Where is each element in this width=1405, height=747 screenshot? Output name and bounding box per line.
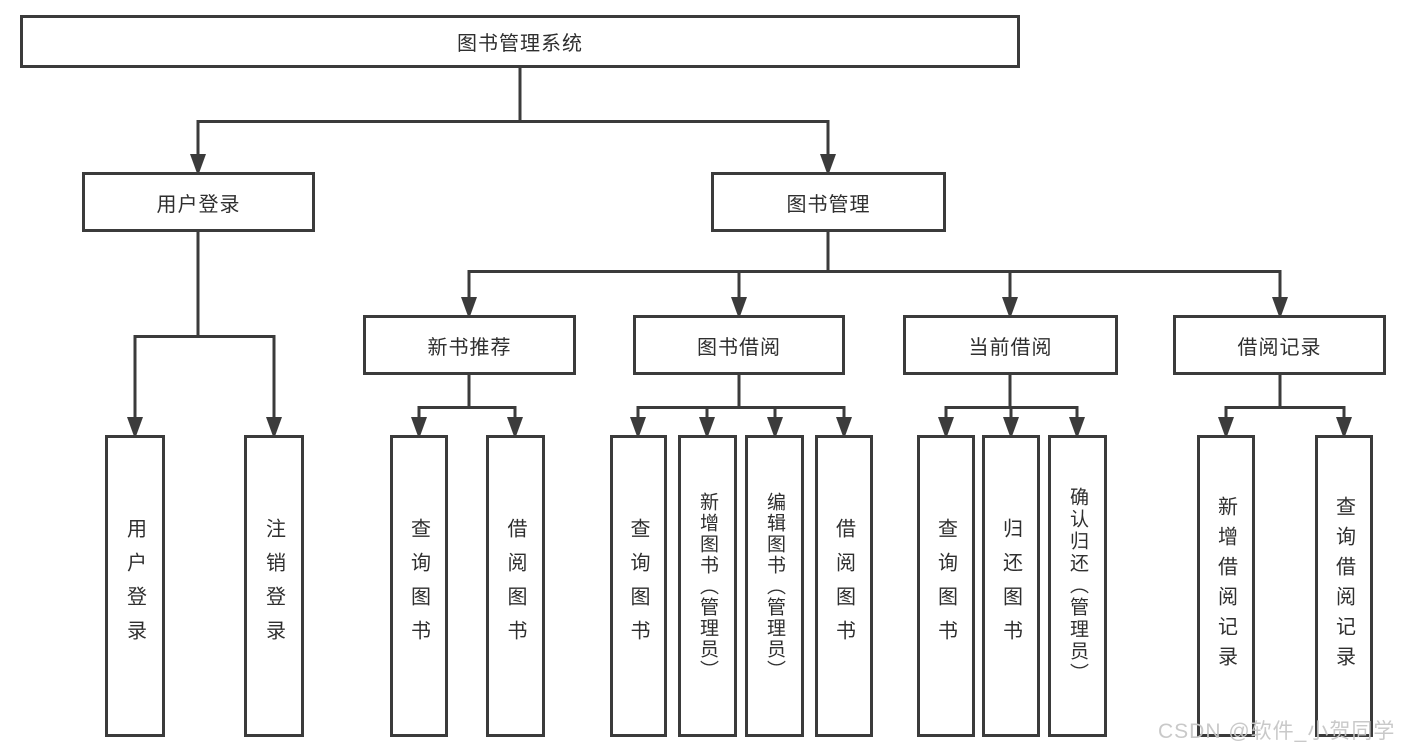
- arrow-down-icon: [731, 297, 747, 319]
- arrow-down-icon: [411, 417, 427, 439]
- leaf-borrow-edit-books-admin: 编辑图书（管理员）: [745, 435, 804, 737]
- leaf-current-confirm-return-admin: 确认归还（管理员）: [1048, 435, 1107, 737]
- connector-lines: [133, 68, 1346, 431]
- arrow-down-icon: [1003, 417, 1019, 439]
- arrow-down-icon: [1336, 417, 1352, 439]
- leaf-borrow-add-books-admin: 新增图书（管理员）: [678, 435, 737, 737]
- leaf-current-query-books: 查询图书: [917, 435, 975, 737]
- arrowhead-icons: [127, 154, 1352, 439]
- arrow-down-icon: [1002, 297, 1018, 319]
- arrow-down-icon: [1069, 417, 1085, 439]
- arrow-down-icon: [1272, 297, 1288, 319]
- arrow-down-icon: [127, 417, 143, 439]
- node-new-book-recommend: 新书推荐: [363, 315, 576, 375]
- arrow-down-icon: [630, 417, 646, 439]
- leaf-borrow-query-books: 查询图书: [610, 435, 667, 737]
- arrow-down-icon: [190, 154, 206, 176]
- arrow-down-icon: [1218, 417, 1234, 439]
- node-borrow-record: 借阅记录: [1173, 315, 1386, 375]
- leaf-user-login: 用户登录: [105, 435, 165, 737]
- leaf-record-query-borrow-record: 查询借阅记录: [1315, 435, 1373, 737]
- leaf-newbook-borrow-books: 借阅图书: [486, 435, 545, 737]
- node-user-login: 用户登录: [82, 172, 315, 232]
- node-current-borrow: 当前借阅: [903, 315, 1118, 375]
- arrow-down-icon: [938, 417, 954, 439]
- leaf-record-add-borrow-record: 新增借阅记录: [1197, 435, 1255, 737]
- arrow-down-icon: [461, 297, 477, 319]
- node-book-management: 图书管理: [711, 172, 946, 232]
- arrow-down-icon: [836, 417, 852, 439]
- node-book-borrow: 图书借阅: [633, 315, 845, 375]
- node-library-management-system: 图书管理系统: [20, 15, 1020, 68]
- arrow-down-icon: [820, 154, 836, 176]
- arrow-down-icon: [699, 417, 715, 439]
- arrow-down-icon: [507, 417, 523, 439]
- leaf-borrow-borrow-books: 借阅图书: [815, 435, 873, 737]
- leaf-newbook-query-books: 查询图书: [390, 435, 448, 737]
- leaf-logout: 注销登录: [244, 435, 304, 737]
- csdn-watermark: CSDN @软件_小贺同学: [1158, 720, 1396, 743]
- arrow-down-icon: [266, 417, 282, 439]
- leaf-current-return-books: 归还图书: [982, 435, 1040, 737]
- arrow-down-icon: [767, 417, 783, 439]
